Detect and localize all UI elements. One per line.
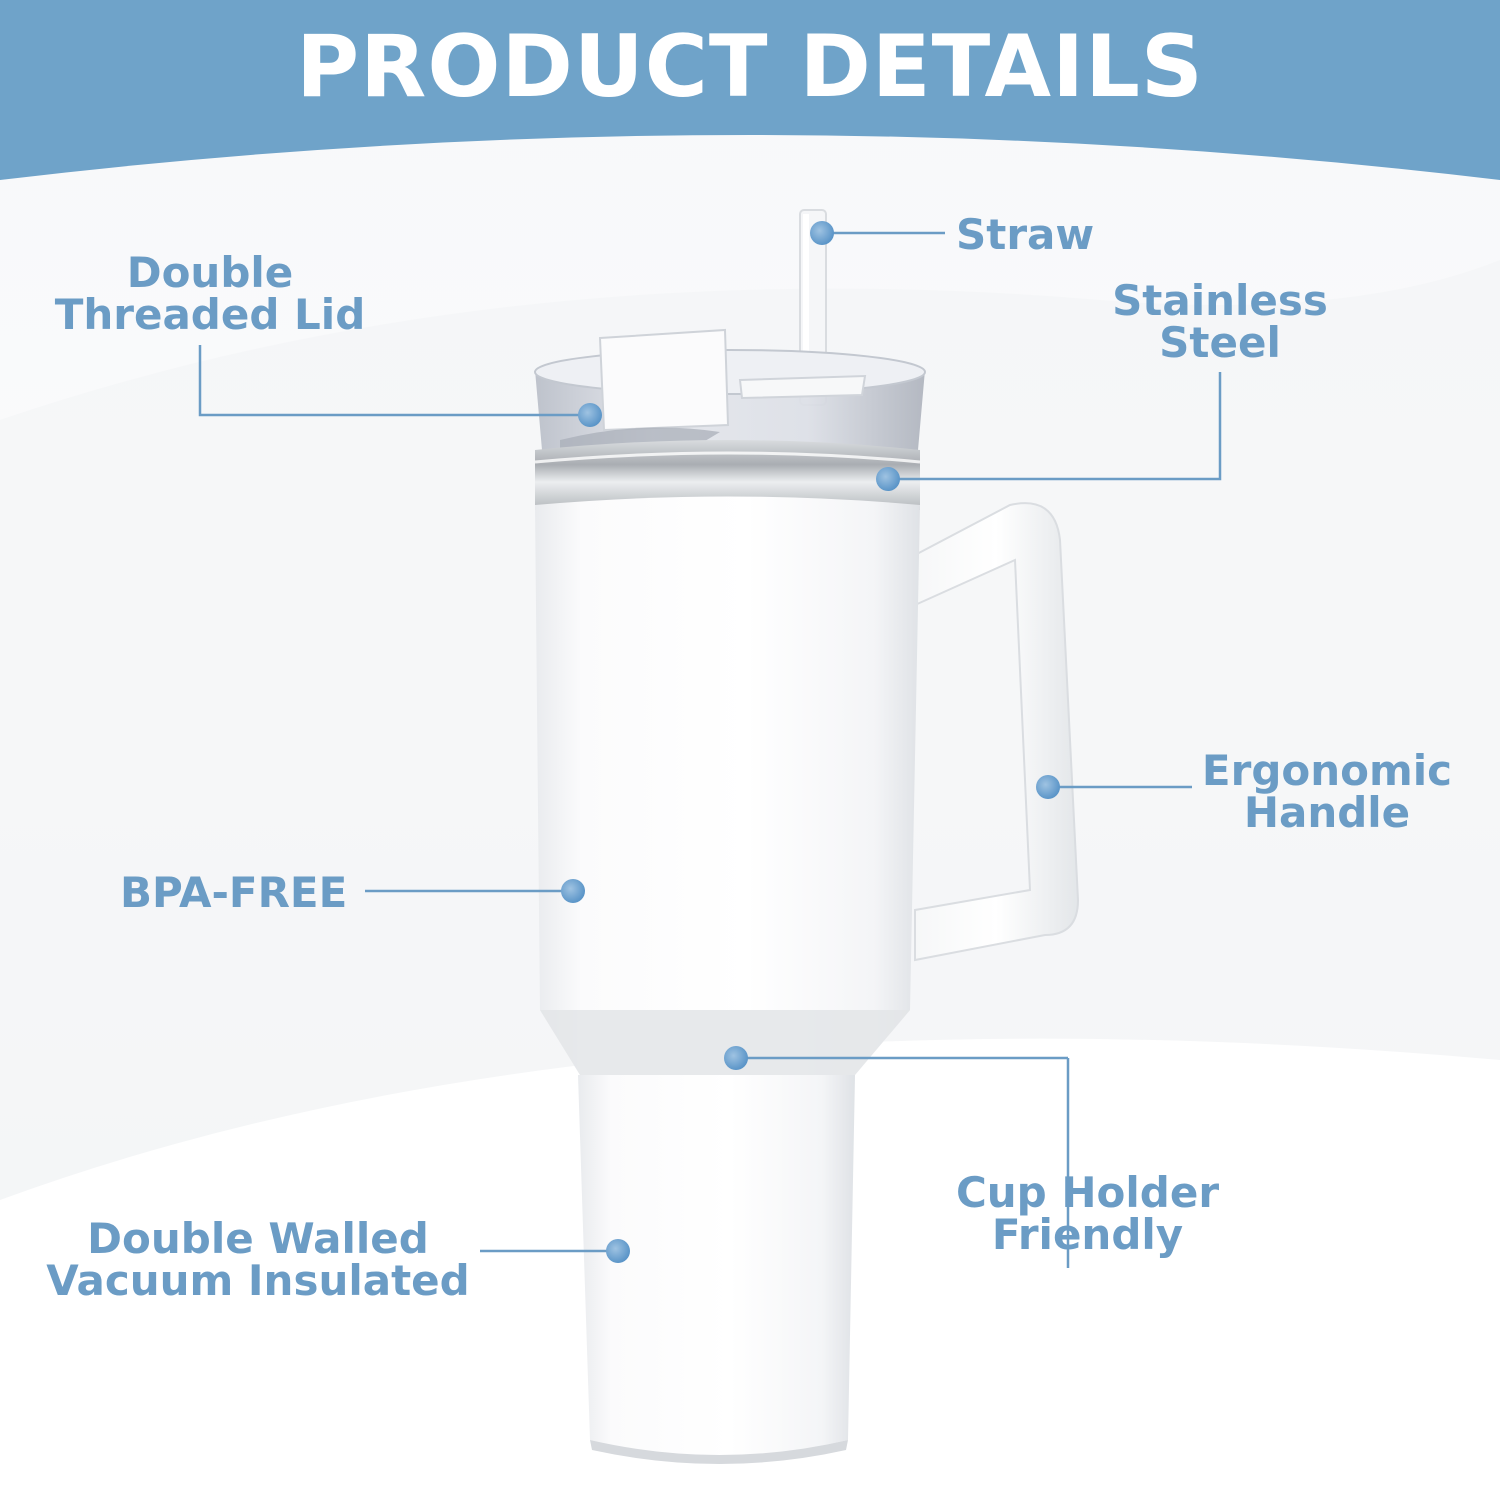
label-lid-line-2: Threaded Lid bbox=[54, 290, 366, 339]
marker-dot-steel bbox=[876, 467, 900, 491]
marker-dot-bpa bbox=[561, 879, 585, 903]
label-lid-line-1: Double bbox=[126, 248, 294, 297]
marker-dot-handle bbox=[1036, 775, 1060, 799]
tumbler-body-icon bbox=[535, 496, 920, 1464]
label-insulated-line-1: Double Walled bbox=[87, 1214, 429, 1263]
marker-dot-lid bbox=[578, 403, 602, 427]
label-bpa-free: BPA-FREE bbox=[120, 872, 347, 914]
header-banner bbox=[0, 0, 1500, 180]
label-handle-line-1: Ergonomic bbox=[1201, 746, 1453, 795]
label-straw: Straw bbox=[956, 214, 1094, 256]
label-ergonomic-handle: Ergonomic Handle bbox=[1196, 750, 1458, 834]
page-title: PRODUCT DETAILS bbox=[296, 17, 1204, 117]
label-insulated-line-2: Vacuum Insulated bbox=[46, 1256, 470, 1305]
label-double-walled-vacuum-insulated: Double Walled Vacuum Insulated bbox=[36, 1218, 480, 1302]
leader-steel bbox=[888, 372, 1222, 481]
label-double-threaded-lid: Double Threaded Lid bbox=[50, 252, 370, 336]
label-cup-holder-friendly: Cup Holder Friendly bbox=[945, 1172, 1230, 1256]
lid-icon bbox=[534, 328, 926, 452]
leader-lines bbox=[198, 231, 1222, 1268]
label-cup-holder-line-2: Friendly bbox=[991, 1210, 1184, 1259]
marker-dot-insulated bbox=[606, 1239, 630, 1263]
label-cup-holder-line-1: Cup Holder bbox=[955, 1168, 1220, 1217]
marker-dots bbox=[561, 221, 1060, 1263]
marker-dot-cup-holder bbox=[724, 1046, 748, 1070]
handle-icon bbox=[914, 502, 1080, 962]
label-straw-line-1: Straw bbox=[956, 210, 1095, 259]
label-handle-line-2: Handle bbox=[1243, 788, 1411, 837]
label-steel-line-2: Steel bbox=[1159, 318, 1281, 367]
steel-ring-icon bbox=[534, 440, 921, 510]
marker-dot-straw bbox=[810, 221, 834, 245]
label-steel-line-1: Stainless bbox=[1112, 276, 1328, 325]
label-stainless-steel: Stainless Steel bbox=[1100, 280, 1340, 364]
label-bpa-line-1: BPA-FREE bbox=[120, 868, 348, 917]
leader-lid bbox=[198, 345, 590, 417]
